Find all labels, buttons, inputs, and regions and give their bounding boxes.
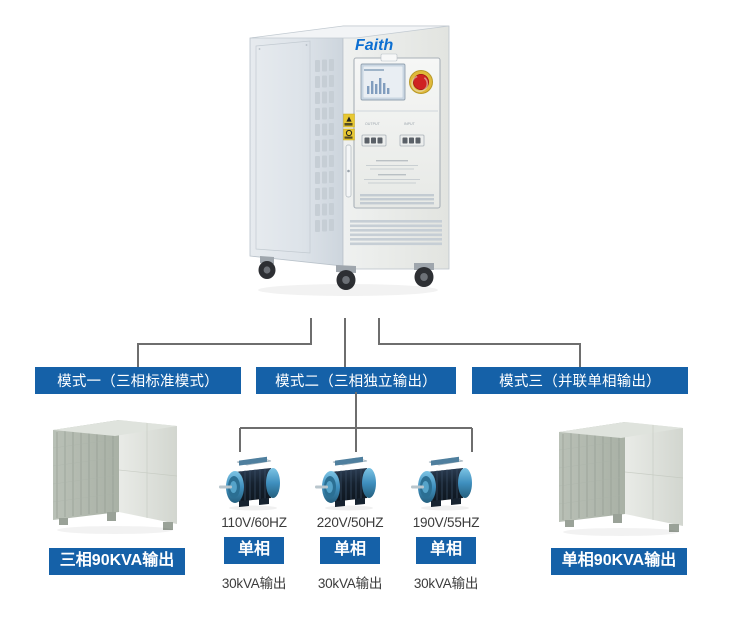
- motor-column-3: 190V/55HZ 单相 30kVA输出: [400, 452, 492, 592]
- connector-lines-middle: [239, 392, 473, 452]
- motor-capacity-label: 30kVA输出: [413, 576, 479, 591]
- motor-spec-label: 190V/55HZ: [412, 515, 480, 530]
- mode-box-2[interactable]: 模式二（三相独立输出）: [256, 367, 456, 394]
- motor-phase-badge: 单相: [223, 537, 284, 564]
- electric-motor-icon: [411, 456, 472, 511]
- motor-phase-badge: 单相: [415, 537, 476, 564]
- three-phase-load-cabinet-image: [37, 408, 197, 540]
- motor-capacity-label: 30kVA输出: [221, 576, 287, 591]
- output-right-badge: 单相90KVA输出: [550, 548, 688, 575]
- caster-wheel: [336, 265, 356, 290]
- svg-text:OUTPUT: OUTPUT: [365, 122, 381, 126]
- electric-motor-icon: [219, 456, 280, 511]
- caster-wheel: [414, 263, 434, 287]
- motor-capacity-label: 30kVA输出: [317, 576, 383, 591]
- svg-text:INPUT: INPUT: [404, 122, 416, 126]
- mode-box-3[interactable]: 模式三（并联单相输出）: [472, 367, 688, 394]
- connector-lines-top: [137, 318, 581, 367]
- brand-logo-text: Faith: [355, 37, 393, 54]
- caster-wheel: [258, 256, 276, 279]
- electric-motor-icon: [315, 456, 376, 511]
- motor-spec-label: 220V/50HZ: [316, 515, 384, 530]
- motor-spec-label: 110V/60HZ: [221, 515, 287, 530]
- output-left-column: 三相90KVA输出: [28, 408, 206, 575]
- output-left-badge: 三相90KVA输出: [48, 548, 186, 575]
- single-phase-load-cabinet-image: [537, 408, 701, 540]
- power-source-cabinet-image: Faith OUTPUT: [238, 8, 488, 298]
- motor-column-1: 110V/60HZ 单相 30kVA输出: [208, 452, 300, 592]
- output-right-column: 单相90KVA输出: [528, 408, 710, 575]
- motor-column-2: 220V/50HZ 单相 30kVA输出: [304, 452, 396, 592]
- mode-box-1[interactable]: 模式一（三相标准模式）: [35, 367, 241, 394]
- motor-phase-badge: 单相: [319, 537, 380, 564]
